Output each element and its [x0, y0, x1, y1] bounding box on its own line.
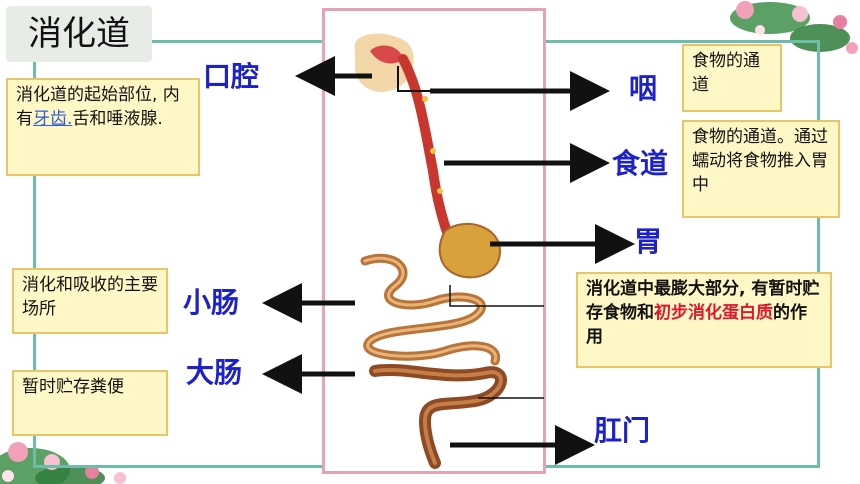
- note-stomach: 消化道中最膨大部分, 有暂时贮存食物和初步消化蛋白质的作用: [576, 272, 832, 368]
- leader-small-intestine: [449, 285, 544, 307]
- label-pharynx: 咽: [629, 72, 658, 105]
- label-mouth: 口腔: [203, 60, 260, 93]
- digestive-tract-image: [322, 8, 546, 474]
- label-stomach: 胃: [634, 225, 663, 258]
- teeth-link[interactable]: 牙齿.: [33, 109, 73, 129]
- label-small-intestine: 小肠: [183, 286, 240, 319]
- label-large-intestine: 大肠: [186, 356, 243, 389]
- note-stomach-text: 消化道中最膨大部分, 有暂时贮存食物和: [586, 279, 820, 323]
- note-small-intestine-text: 消化和吸收的主要场所: [22, 275, 158, 319]
- note-large-intestine-text: 暂时贮存粪便: [22, 377, 124, 397]
- note-esophagus-text: 食物的通道。通过蠕动将食物推入胃中: [692, 127, 828, 195]
- label-anus: 肛门: [594, 414, 651, 447]
- tongue-shape: [370, 45, 403, 64]
- note-mouth-text-end: 舌和唾液腺.: [72, 109, 163, 129]
- esophagus-tube: [398, 54, 455, 246]
- flower-decoration-top-right: [730, 1, 858, 54]
- note-small-intestine: 消化和吸收的主要场所: [12, 268, 168, 334]
- note-large-intestine: 暂时贮存粪便: [12, 370, 168, 436]
- note-mouth: 消化道的起始部位, 内有牙齿.舌和唾液腺.: [6, 78, 200, 176]
- stomach-shape: [438, 222, 502, 279]
- label-esophagus: 食道: [612, 147, 669, 180]
- page-title: 消化道: [6, 6, 152, 62]
- note-stomach-text-end: 的作用: [586, 303, 807, 347]
- leader-pharynx: [397, 66, 600, 92]
- note-mouth-text: 消化道的起始部位, 内有: [16, 85, 180, 129]
- note-pharynx: 食物的通道: [682, 44, 782, 112]
- note-esophagus: 食物的通道。通过蠕动将食物推入胃中: [682, 120, 840, 218]
- note-stomach-highlight: 初步消化蛋白质: [654, 303, 773, 323]
- note-pharynx-text: 食物的通道: [692, 51, 760, 95]
